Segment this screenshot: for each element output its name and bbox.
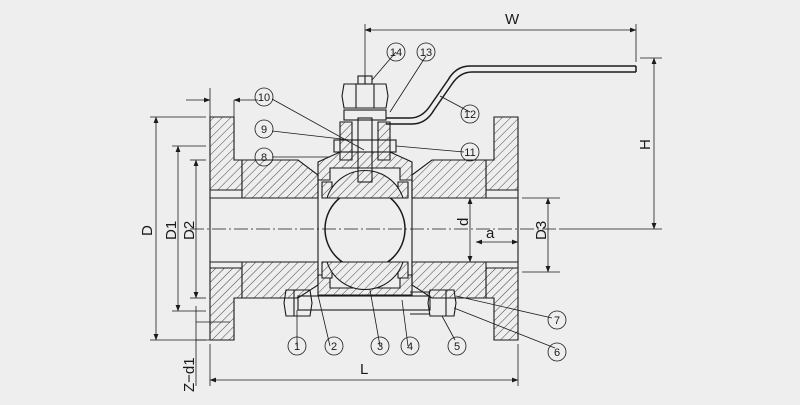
callouts: 1 2 3 4 5 6 7 8 9 10 11 12 13 14: [254, 42, 567, 362]
svg-text:3: 3: [377, 341, 383, 353]
top-nut: [341, 83, 389, 109]
dim-h-label: H: [637, 139, 654, 150]
callout-2: [324, 336, 344, 356]
left-bolt-head: [283, 289, 313, 317]
stem-housing-left: [339, 121, 353, 161]
callout-1: [287, 336, 307, 356]
right-flange-top: [485, 116, 519, 191]
left-flange-bottom: [209, 267, 243, 341]
dim-d3-label: D3: [533, 221, 550, 240]
svg-text:12: 12: [464, 109, 476, 121]
callout-9: [254, 119, 274, 139]
left-end-cap-top: [241, 159, 319, 199]
right-end-cap-bottom: [411, 261, 487, 299]
gland: [343, 109, 387, 121]
callout-14: [386, 42, 406, 62]
svg-text:7: 7: [554, 315, 560, 327]
svg-text:4: 4: [407, 341, 413, 353]
left-end-cap-bottom: [241, 261, 319, 299]
svg-text:14: 14: [390, 47, 402, 59]
svg-text:9: 9: [261, 124, 267, 136]
callout-8: [254, 147, 274, 167]
tie-bolt: [297, 295, 431, 311]
callout-13: [416, 42, 436, 62]
callout-4: [400, 336, 420, 356]
svg-text:10: 10: [258, 92, 270, 104]
dim-z-d1-label: Z−d1: [181, 357, 198, 392]
valve-body: [190, 65, 637, 341]
dim-d2-label: D2: [181, 221, 198, 240]
left-flange-top: [209, 116, 243, 191]
dim-a-label: a: [486, 225, 495, 242]
svg-text:6: 6: [554, 347, 560, 359]
stem: [357, 117, 373, 183]
callout-6: [547, 342, 567, 362]
svg-text:5: 5: [454, 341, 460, 353]
dim-bore-label: d: [455, 218, 472, 226]
callout-3: [370, 336, 390, 356]
svg-text:1: 1: [294, 341, 300, 353]
dimensions: W H D D1 D2 D3 d a: [139, 11, 662, 392]
handle: [386, 65, 636, 119]
callout-5: [447, 336, 467, 356]
right-end-cap-top: [411, 159, 487, 199]
callout-11: [460, 142, 480, 162]
right-bolt-nut: [427, 289, 457, 317]
ball-top-cap: [326, 169, 404, 199]
svg-text:2: 2: [331, 341, 337, 353]
callout-10: [254, 87, 274, 107]
dim-l-label: L: [360, 361, 368, 378]
svg-text:13: 13: [420, 47, 432, 59]
svg-text:8: 8: [261, 152, 267, 164]
stem-housing-right: [377, 121, 391, 161]
dim-d1-label: D1: [163, 221, 180, 240]
dim-w-label: W: [505, 11, 520, 28]
dim-d-label: D: [139, 225, 156, 236]
ball-bottom-cap: [326, 261, 404, 291]
callout-7: [547, 310, 567, 330]
callout-12: [460, 104, 480, 124]
svg-text:11: 11: [464, 147, 475, 159]
